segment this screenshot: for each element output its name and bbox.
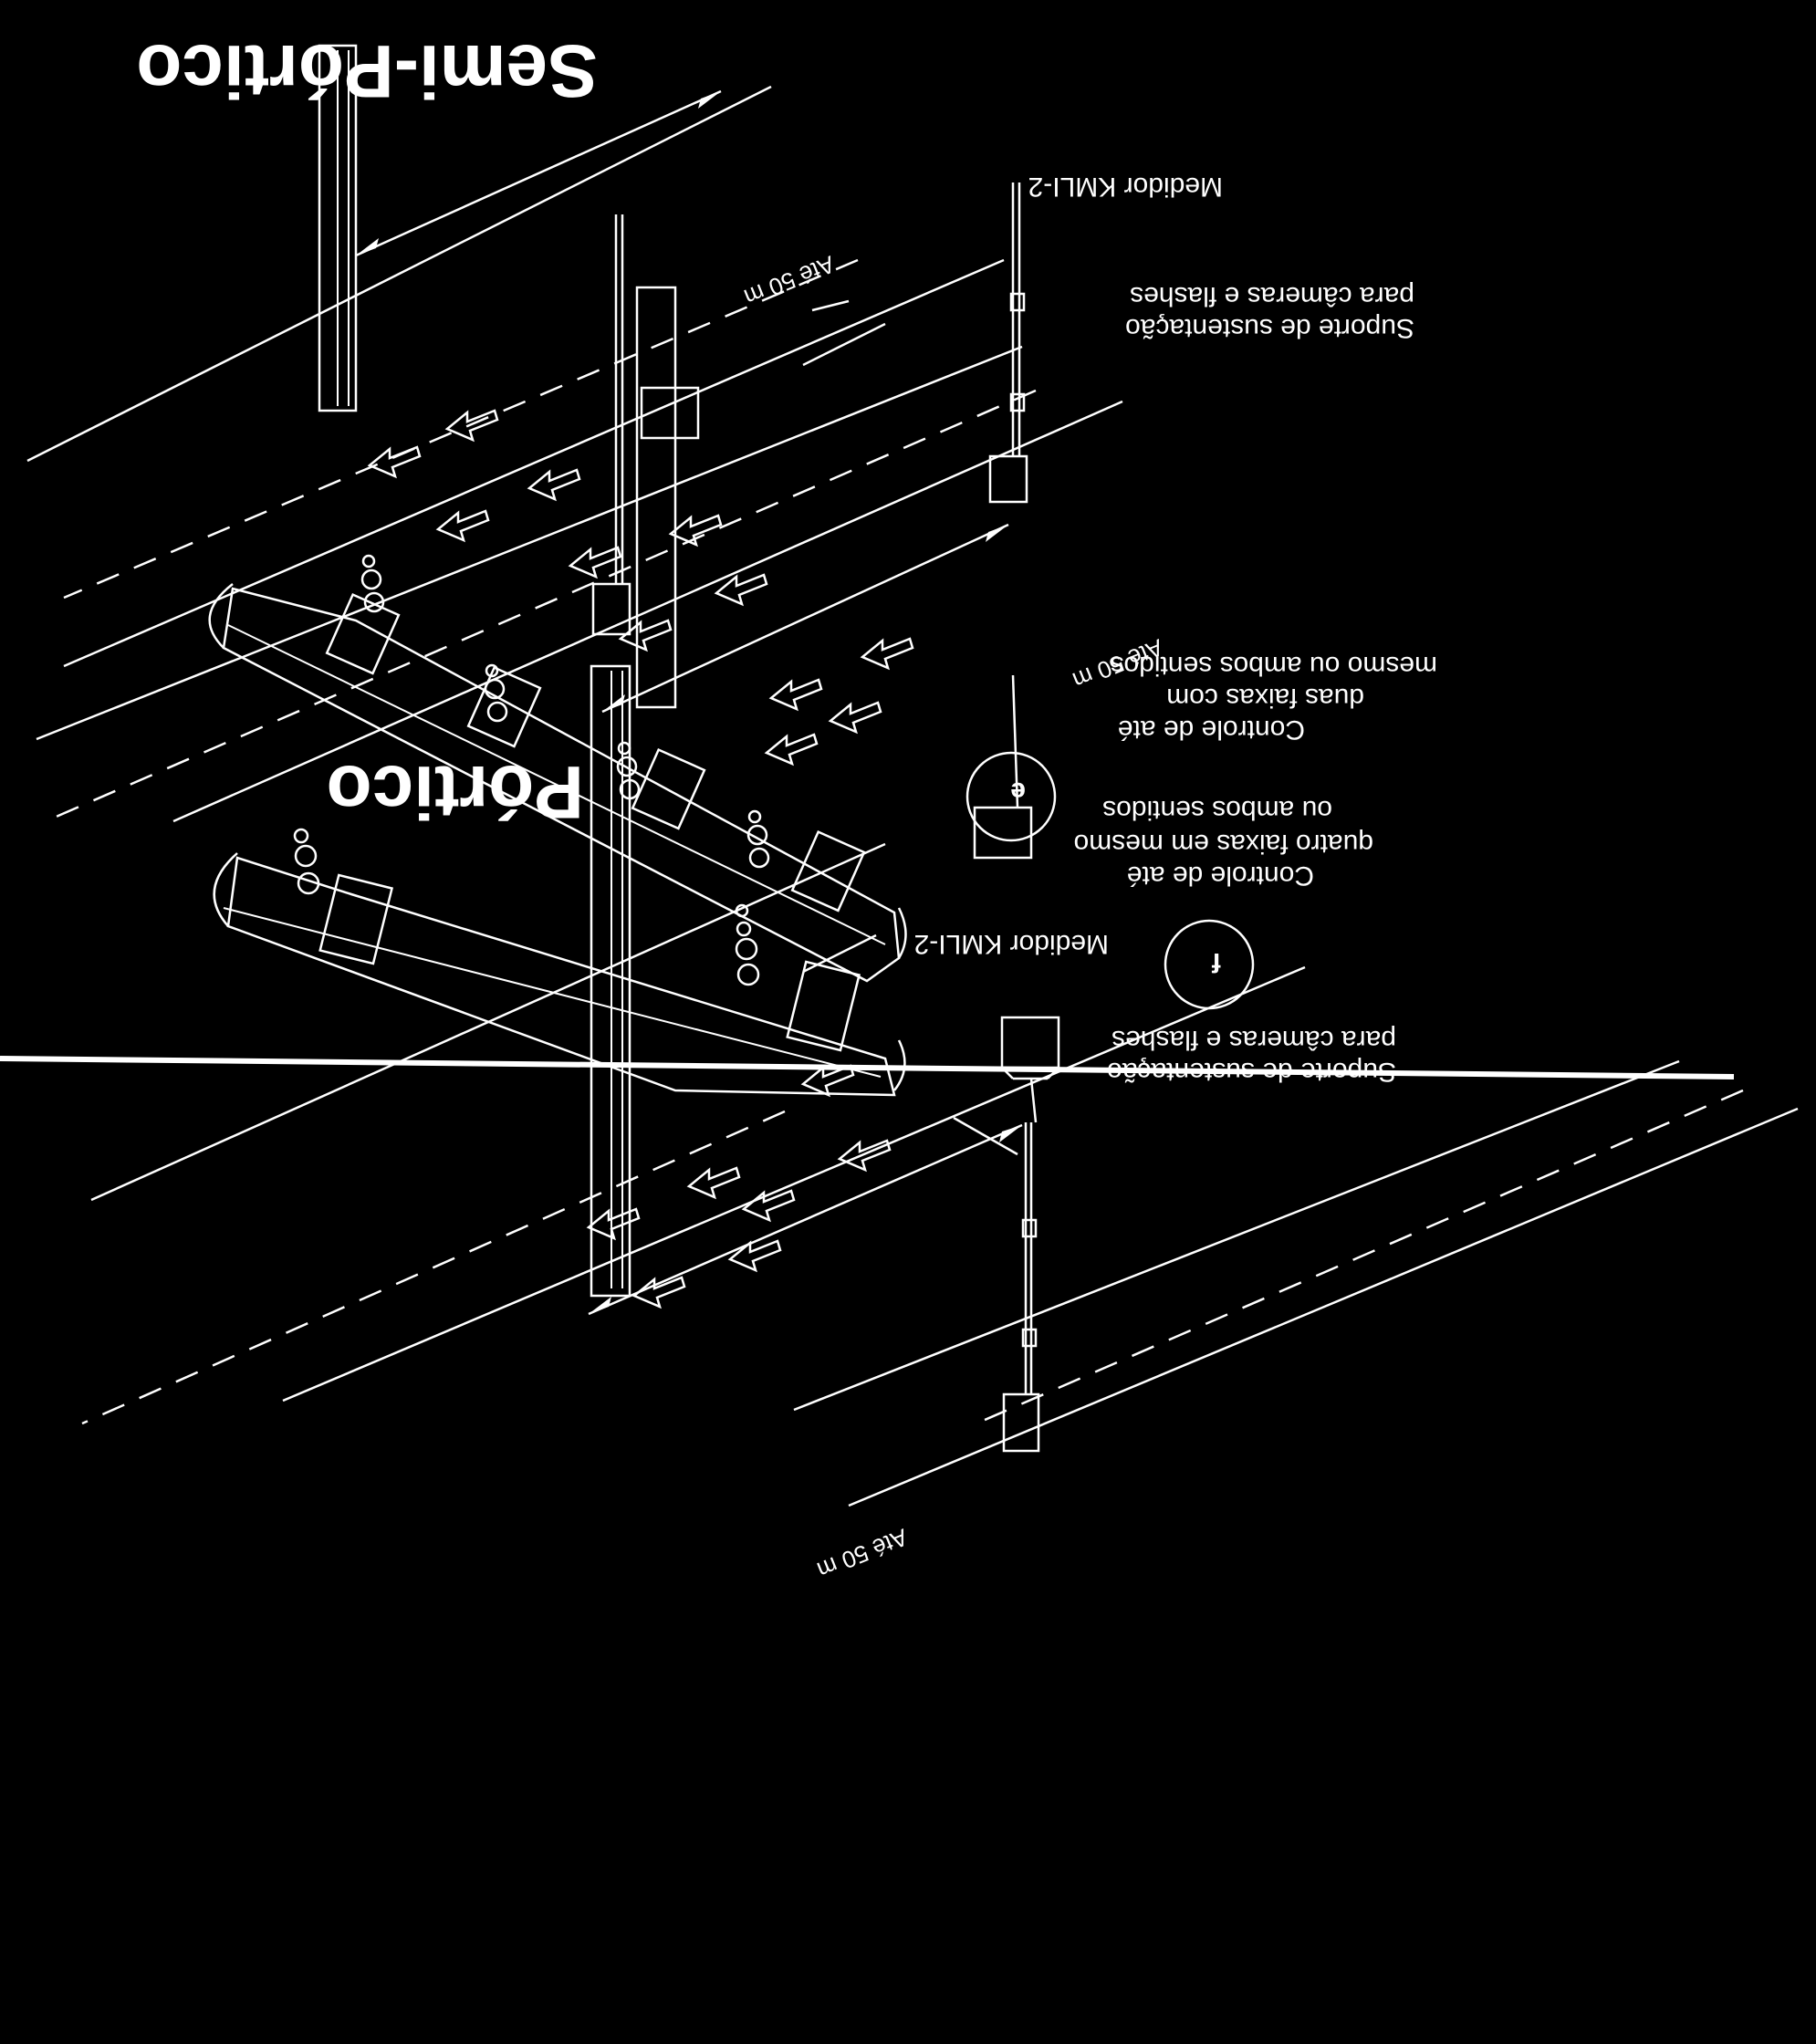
- support-leader: [953, 1116, 1018, 1156]
- portico-meter-label: Medidor KMLI-2: [914, 929, 1109, 959]
- semi-portico-control-line-2: duas faixas com: [1166, 683, 1364, 713]
- semi-portico-control-line-1: Controle de até: [1118, 714, 1305, 745]
- portico-badge-text: f: [1211, 947, 1221, 977]
- traffic-arrows: [586, 1064, 892, 1309]
- support-pole: [1002, 1122, 1040, 1453]
- gantry-upright: [318, 44, 677, 709]
- rotated-diagram: Pórtico Até 50 m Até 50 m Suporte de sus…: [26, 29, 1799, 1584]
- road-edge-line: [848, 1107, 1799, 1507]
- semi-portico-badge-text: e: [1010, 777, 1026, 807]
- portico-control-line-2: quatro faixas em mesmo: [1074, 829, 1373, 859]
- semi-portico-badge: [965, 751, 1057, 842]
- lane-divider-line: [976, 1089, 1744, 1425]
- portico-control-line-3: ou ambos sentidos: [1102, 795, 1332, 825]
- semi-portico-meter-label: Medidor KMLI-2: [1028, 172, 1223, 202]
- panel-separator: [0, 1056, 1735, 1079]
- road-edge-line: [36, 345, 1023, 741]
- semi-portico-control-line-3: mesmo ou ambos sentidos: [1110, 651, 1437, 681]
- road-edge-line: [282, 965, 1306, 1403]
- semi-portico-panel: [81, 322, 1799, 1507]
- semi-portico-distance-label: Até 50 m: [813, 1523, 912, 1584]
- portico-support-line-2: para câmeras e flashes: [1130, 281, 1414, 311]
- road-edge-line: [793, 1059, 1680, 1412]
- road-edge-line: [63, 258, 1005, 668]
- portico-distance-label: Até 50 m: [740, 250, 839, 311]
- traffic-arrows: [367, 409, 914, 766]
- camera-flash-box: [640, 386, 1033, 860]
- distance-arrow: [355, 89, 722, 257]
- support-pole: [591, 214, 631, 636]
- road-edge-line: [26, 85, 772, 463]
- lane-divider-line: [63, 258, 859, 600]
- overhead-beam: [208, 554, 907, 983]
- road-edge-line: [172, 400, 1123, 823]
- portico-support-line-1: Suporte de sustentação: [1125, 313, 1414, 343]
- portico-badge: [1164, 919, 1255, 1010]
- lane-divider-line: [45, 389, 1037, 823]
- support-leader: [811, 299, 850, 312]
- meter-leader-top: [802, 322, 886, 367]
- distance-arrow: [588, 1123, 1023, 1316]
- distance-arrow: [601, 523, 1009, 714]
- semi-portico-support-line-2: para câmeras e flashes: [1112, 1025, 1396, 1055]
- meter-leader-top: [802, 933, 877, 974]
- lane-divider-line: [81, 1110, 786, 1425]
- semi-portico-title: Semi-Pórtico: [136, 29, 598, 112]
- support-pole: [988, 182, 1028, 504]
- portico-panel: [26, 44, 1255, 1010]
- portico-title: Pórtico: [327, 750, 584, 833]
- portico-control-line-1: Controle de até: [1127, 860, 1314, 891]
- gantry-upright: [590, 664, 631, 1298]
